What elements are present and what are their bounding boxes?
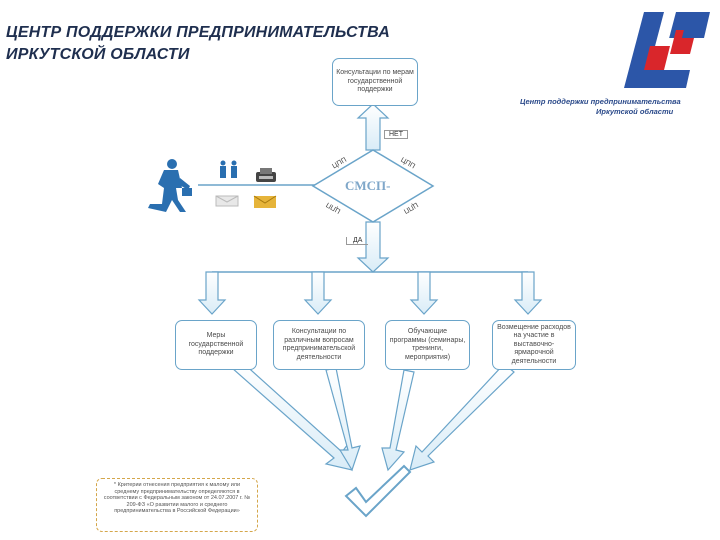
businessman-icon [148, 159, 192, 212]
fax-icon [256, 168, 276, 182]
title-line-2: ИРКУТСКОЙ ОБЛАСТИ [6, 46, 190, 63]
logo-icon [624, 12, 710, 88]
arrow-converge-3 [381, 369, 415, 472]
diamond-label: СМСП- [345, 178, 391, 193]
title-line-1: ЦЕНТР ПОДДЕРЖКИ ПРЕДПРИНИМАТЕЛЬСТВА [6, 24, 390, 41]
box-consultations-state-support: Консультации по мерам государственной по… [332, 58, 418, 106]
envelope-icon [253, 195, 277, 208]
box-business-consultations: Консультации по различным вопросам предп… [273, 320, 365, 370]
letter-icon [215, 195, 239, 207]
arrow-down-4 [513, 271, 543, 315]
logo-text-line-1: Центр поддержки предпринимательства [520, 97, 681, 106]
arrow-down-3 [409, 271, 439, 315]
box-exhibition-compensation: Возмещение расходов на участие в выставо… [492, 320, 576, 370]
box-training-programs: Обучающие программы (семинары, тренинги,… [385, 320, 470, 370]
arrow-down-1 [197, 271, 227, 315]
footnote-criteria: * Критерии отнесения предприятия к малом… [96, 478, 258, 532]
checkmark-icon [344, 464, 412, 518]
arrow-down-2 [303, 271, 333, 315]
arrow-converge-4 [409, 363, 515, 471]
decision-diamond [311, 149, 435, 223]
arrow-down [356, 221, 390, 273]
box-state-support-measures: Меры государственной поддержки [175, 320, 257, 370]
label-no: НЕТ [384, 130, 408, 139]
arrow-converge-2 [325, 367, 361, 472]
people-icon [220, 160, 237, 178]
logo-text-line-2: Иркутской области [596, 107, 674, 116]
label-yes: ДА [346, 237, 369, 245]
page-title: ЦЕНТР ПОДДЕРЖКИ ПРЕДПРИНИМАТЕЛЬСТВА ИРКУ… [6, 22, 390, 66]
arrow-up [356, 103, 390, 151]
